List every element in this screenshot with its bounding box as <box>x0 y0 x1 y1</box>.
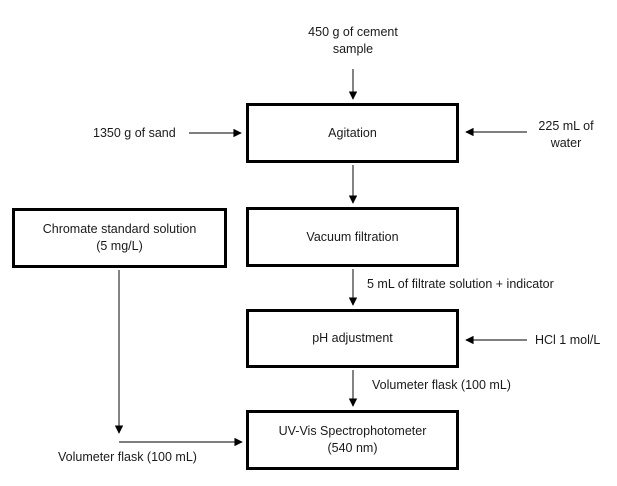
ph-adjustment-box: pH adjustment <box>246 309 459 368</box>
water-input: 225 mL of water <box>524 118 608 152</box>
uvvis-line2: (540 nm) <box>327 441 378 455</box>
uvvis-spectrophotometer-box: UV-Vis Spectrophotometer (540 nm) <box>246 410 459 470</box>
filtrate-edge-label: 5 mL of filtrate solution + indicator <box>367 277 554 291</box>
agitation-label: Agitation <box>328 125 377 140</box>
vacuum-filtration-label: Vacuum filtration <box>306 229 399 244</box>
vacuum-filtration-box: Vacuum filtration <box>246 207 459 267</box>
sand-input: 1350 g of sand <box>93 126 176 140</box>
volumeter-flask-label-chromate: Volumeter flask (100 mL) <box>58 450 197 464</box>
water-line1: 225 mL of <box>538 119 594 133</box>
chromate-line1: Chromate standard solution <box>42 222 197 236</box>
chromate-standard-solution-box: Chromate standard solution (5 mg/L) <box>12 208 227 268</box>
uvvis-line1: UV-Vis Spectrophotometer <box>278 424 427 438</box>
hcl-input: HCl 1 mol/L <box>535 333 601 347</box>
water-line2: water <box>550 136 582 150</box>
cement-sample-input: 450 g of cement sample <box>273 24 433 58</box>
volumeter-flask-label-ph: Volumeter flask (100 mL) <box>372 378 511 392</box>
cement-sample-line2: sample <box>332 42 374 56</box>
cement-sample-line1: 450 g of cement <box>308 25 398 39</box>
ph-adjustment-label: pH adjustment <box>312 331 393 345</box>
agitation-box: Agitation <box>246 103 459 163</box>
chromate-line2: (5 mg/L) <box>96 239 143 253</box>
